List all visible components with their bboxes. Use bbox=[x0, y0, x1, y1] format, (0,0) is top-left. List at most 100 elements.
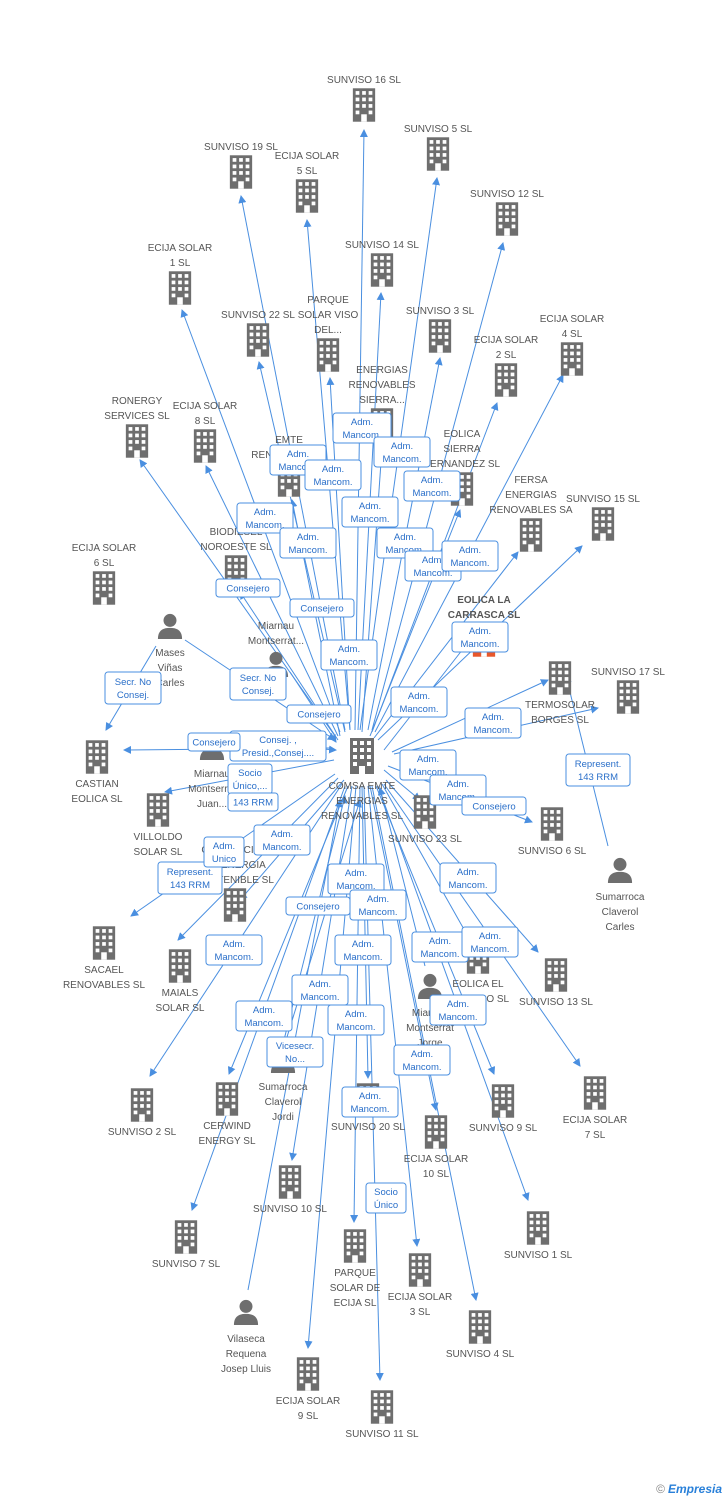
company-node-7[interactable]: SUNVISO 14 SL bbox=[345, 240, 419, 287]
relation-badge-21[interactable]: Adm.Mancom. bbox=[390, 686, 448, 718]
relation-badge-19[interactable]: Consej. ,Presid.,Consej.... bbox=[229, 730, 327, 762]
company-node-9[interactable]: SUNVISO 22 SL bbox=[221, 310, 295, 357]
relation-badge-11[interactable]: Adm.Mancom. bbox=[441, 540, 499, 572]
relation-badge-39[interactable]: Adm.Mancom. bbox=[461, 926, 519, 958]
relation-badge-28[interactable]: Consejero bbox=[461, 796, 527, 816]
relation-badge-box bbox=[341, 1086, 399, 1118]
relation-badge-6[interactable]: Adm.Mancom. bbox=[341, 496, 399, 528]
relation-badge-44[interactable]: Vicesecr.No... bbox=[266, 1036, 324, 1068]
company-node-35[interactable]: SUNVISO 2 SL bbox=[108, 1088, 177, 1138]
relation-badge-41[interactable]: Adm.Mancom. bbox=[235, 1000, 293, 1032]
building-icon bbox=[583, 1076, 607, 1110]
relation-badge-31[interactable]: Represent.143 RRM bbox=[565, 753, 631, 787]
company-node-3[interactable]: SUNVISO 19 SL bbox=[204, 142, 278, 189]
building-icon bbox=[540, 807, 564, 841]
relation-badge-26[interactable]: Adm.Mancom. bbox=[253, 824, 311, 856]
company-node-1[interactable]: SUNVISO 16 SL bbox=[327, 75, 401, 122]
relation-badge-5[interactable]: Adm.Mancom. bbox=[403, 470, 461, 502]
company-node-42[interactable]: SUNVISO 1 SL bbox=[504, 1211, 573, 1261]
company-node-24[interactable]: SUNVISO 17 SL bbox=[591, 667, 665, 714]
company-label-47-line-1: SUNVISO 11 SL bbox=[345, 1429, 419, 1440]
company-node-10[interactable]: SUNVISO 3 SL bbox=[406, 306, 475, 353]
company-node-28[interactable]: SUNVISO 6 SL bbox=[518, 807, 587, 857]
relation-badge-24[interactable]: SocioÚnico,... bbox=[227, 763, 273, 795]
relation-badge-30[interactable]: Adm.Unico bbox=[203, 836, 245, 868]
company-node-13[interactable]: ENERGIASRENOVABLESSIERRA... bbox=[348, 365, 416, 442]
relation-badge-43[interactable]: Adm.Mancom. bbox=[429, 994, 487, 1026]
company-node-5[interactable]: SUNVISO 12 SL bbox=[470, 189, 544, 236]
company-node-45[interactable]: SUNVISO 4 SL bbox=[446, 1310, 515, 1360]
company-node-33[interactable]: SUNVISO 13 SL bbox=[519, 958, 593, 1008]
person-node-3[interactable]: MiarnauMontserratJuan... bbox=[188, 734, 236, 810]
company-node-27[interactable]: SUNVISO 23 SL bbox=[388, 795, 462, 845]
relation-badge-22[interactable]: Adm.Mancom. bbox=[464, 707, 522, 739]
relation-badge-14[interactable]: Adm.Mancom. bbox=[451, 621, 509, 653]
relation-badge-20[interactable]: Consejero bbox=[187, 732, 241, 752]
relation-badge-38[interactable]: Adm.Mancom. bbox=[411, 931, 469, 963]
center-building-icon bbox=[350, 738, 374, 774]
relation-badge-4[interactable]: Adm.Mancom. bbox=[304, 459, 362, 491]
relation-badge-45[interactable]: Adm.Mancom. bbox=[393, 1044, 451, 1076]
company-node-19[interactable]: SUNVISO 15 SL bbox=[566, 494, 640, 541]
company-node-47[interactable]: SUNVISO 11 SL bbox=[345, 1390, 419, 1440]
company-node-40[interactable]: SUNVISO 10 SL bbox=[253, 1165, 327, 1215]
relation-badge-29[interactable]: Represent.143 RRM bbox=[157, 861, 223, 895]
company-node-38[interactable]: SUNVISO 9 SL bbox=[469, 1084, 538, 1134]
relation-badge-13[interactable]: Consejero bbox=[289, 598, 355, 618]
person-node-2[interactable]: MiarnauMontserrat... bbox=[248, 621, 304, 677]
relation-badge-40[interactable]: Adm.Mancom. bbox=[291, 974, 349, 1006]
relation-badge-12[interactable]: Consejero bbox=[215, 578, 281, 598]
relation-badge-23[interactable]: Adm.Mancom. bbox=[399, 749, 457, 781]
company-node-2[interactable]: SUNVISO 5 SL bbox=[404, 124, 473, 171]
relation-badge-37[interactable]: Adm.Mancom. bbox=[334, 934, 392, 966]
company-node-37[interactable]: SUNVISO 20 SL bbox=[331, 1083, 405, 1133]
relation-badge-35[interactable]: Adm.Mancom. bbox=[439, 862, 497, 894]
relation-badge-34[interactable]: Adm.Mancom. bbox=[349, 889, 407, 921]
relation-badge-1[interactable]: Adm.Mancom. bbox=[332, 412, 392, 444]
relation-badge-42[interactable]: Adm.Mancom. bbox=[327, 1004, 385, 1036]
relation-badge-9[interactable]: Adm.Mancom. bbox=[279, 527, 337, 559]
building-icon bbox=[168, 271, 192, 305]
relation-badge-15[interactable]: Adm.Mancom. bbox=[320, 639, 378, 671]
relation-badge-7[interactable]: Adm.Mancom. bbox=[236, 502, 294, 534]
company-label-8-line-2: SOLAR VISO bbox=[298, 310, 359, 321]
relation-badge-46[interactable]: Adm.Mancom. bbox=[341, 1086, 399, 1118]
relation-badge-18[interactable]: Consejero bbox=[286, 704, 352, 724]
relation-badge-33[interactable]: Consejero bbox=[285, 896, 351, 916]
relation-badge-2[interactable]: Adm.Mancom. bbox=[373, 436, 431, 468]
relation-badge-36[interactable]: Adm.Mancom. bbox=[205, 934, 263, 966]
company-node-41[interactable]: SUNVISO 7 SL bbox=[152, 1220, 221, 1270]
relation-badge-25[interactable]: 143 RRM bbox=[227, 792, 279, 812]
